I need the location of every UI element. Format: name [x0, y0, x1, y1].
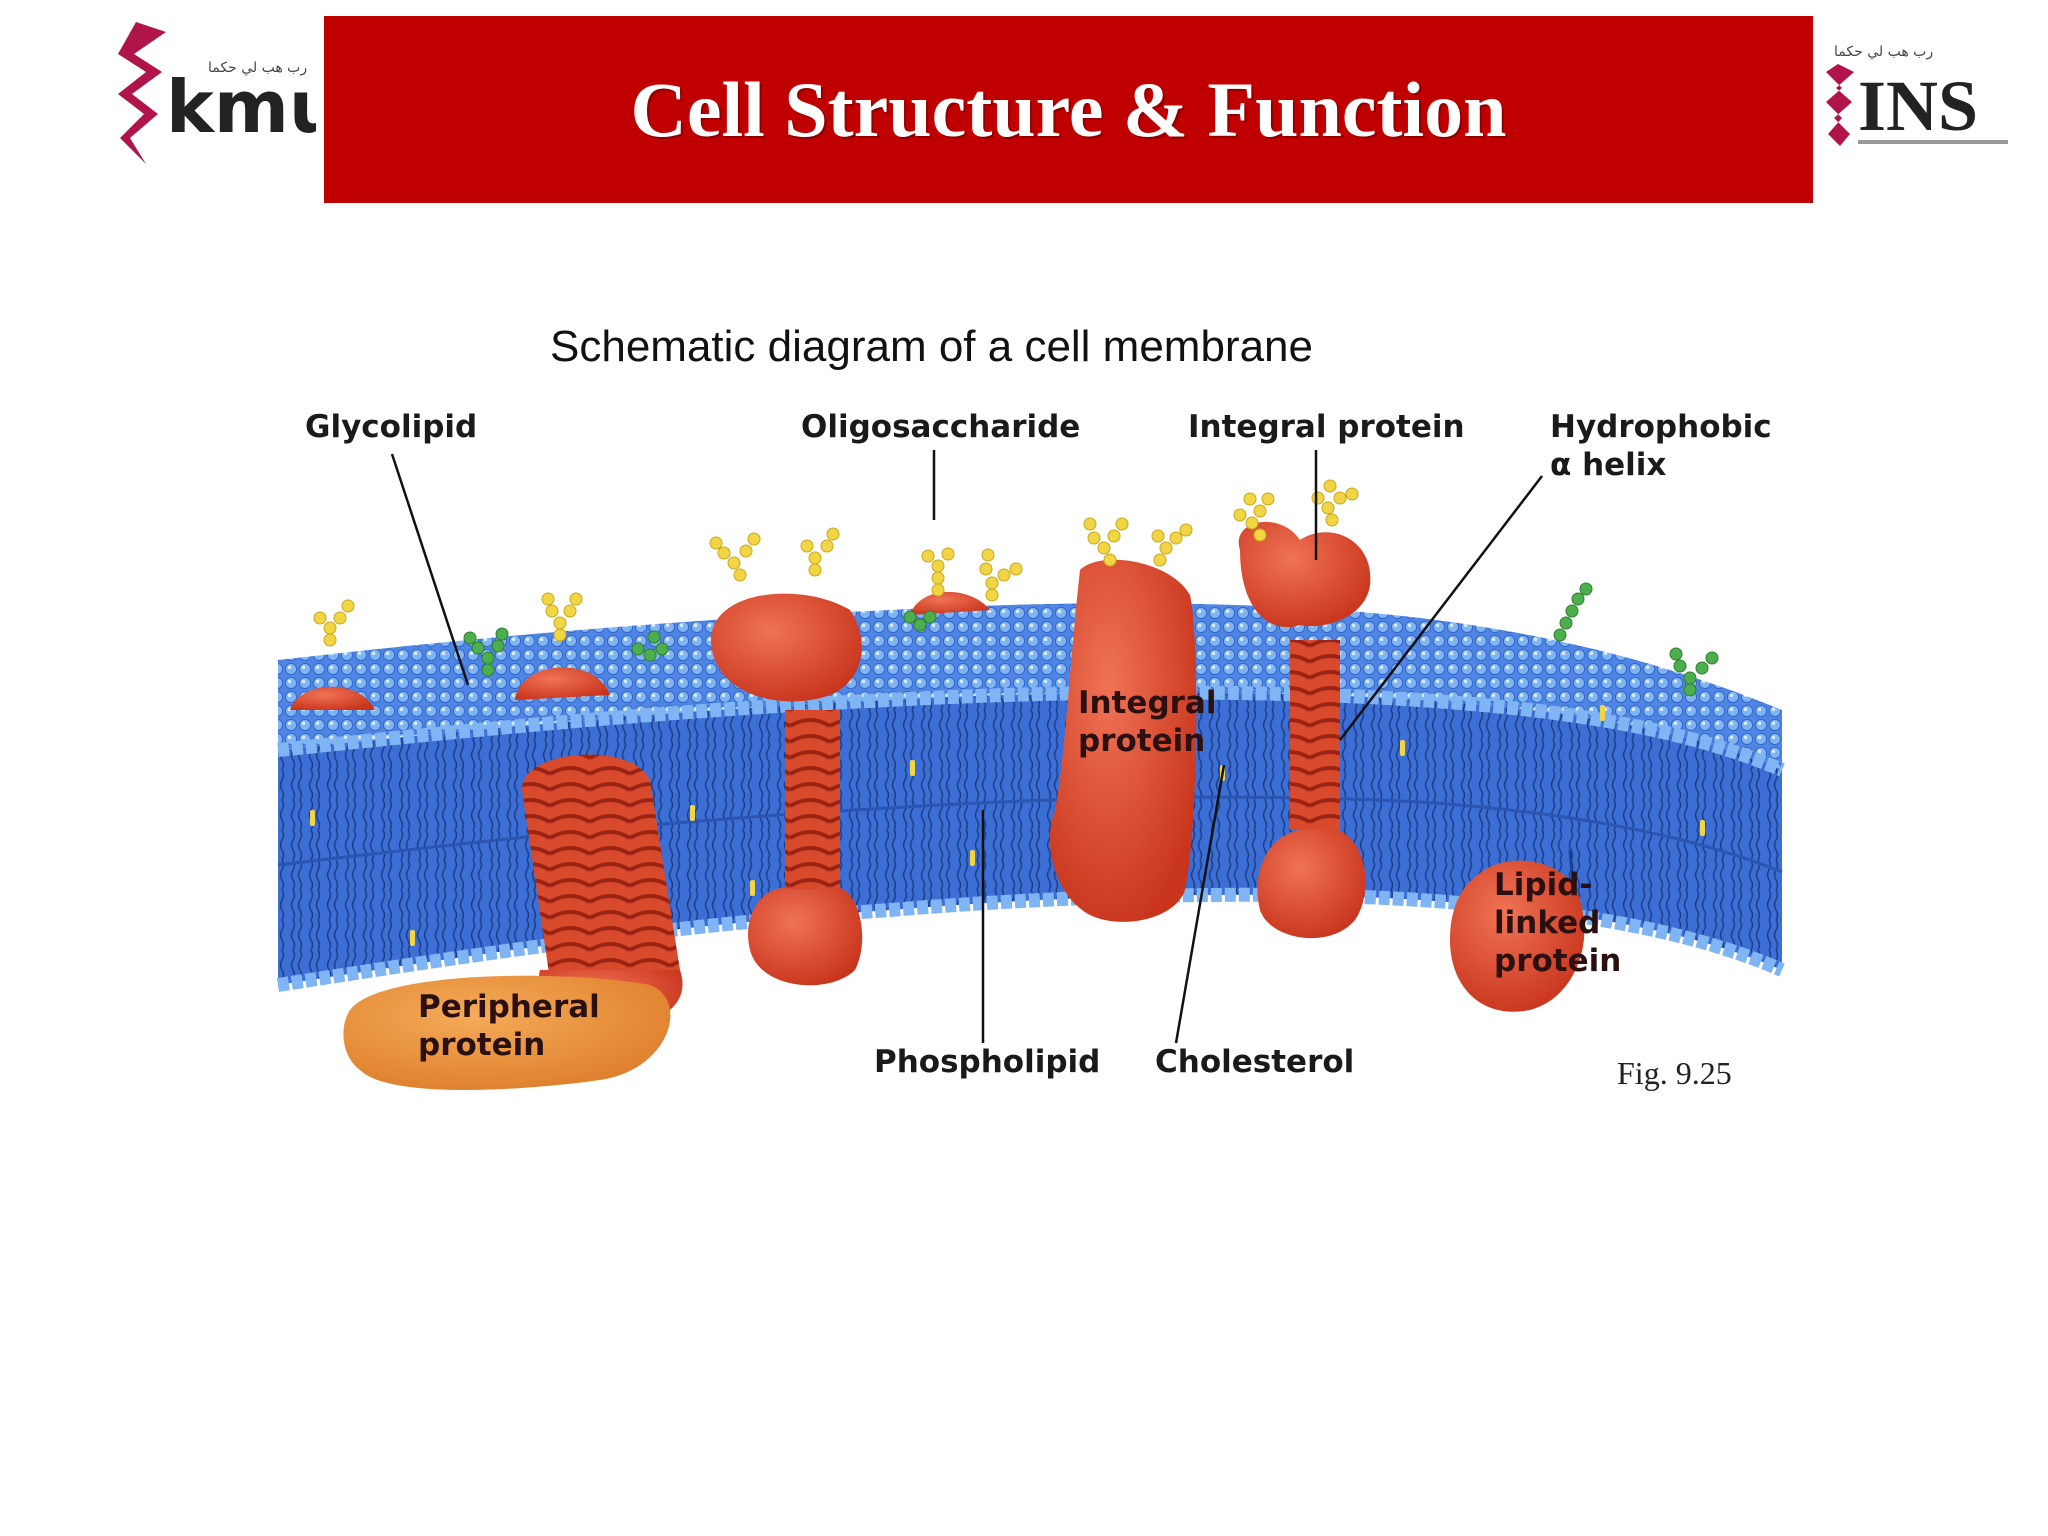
label-integral-protein: Integral protein [1188, 409, 1465, 445]
surface-protein [290, 686, 375, 710]
staff-icon [118, 22, 166, 164]
label-cholesterol: Cholesterol [1155, 1044, 1355, 1080]
ins-logo-text: INS [1858, 66, 1978, 146]
oligosaccharide-chains [313, 479, 1359, 647]
label-hydrophobic-line2: α helix [1550, 447, 1667, 483]
integral-protein-shape [1049, 559, 1197, 922]
kmu-logo: kmu رب هب لي حكما [96, 14, 340, 174]
lipid-linked-protein-shape [1450, 860, 1585, 1012]
label-hydrophobic-line1: Hydrophobic [1550, 409, 1772, 445]
surface-protein [515, 667, 610, 700]
label-glycolipid: Glycolipid [305, 409, 478, 445]
label-hydrophobic-helix: Hydrophobic α helix [1550, 408, 1772, 484]
label-peripheral-protein: Peripheral protein [418, 988, 600, 1064]
diagram-title: Schematic diagram of a cell membrane [550, 322, 1313, 371]
label-oligosaccharide: Oligosaccharide [801, 409, 1081, 445]
glycoprotein [711, 593, 863, 986]
leader-lines [390, 450, 1543, 1044]
label-peripheral-line1: Peripheral [418, 989, 600, 1025]
glycolipid-sugars [463, 582, 1719, 697]
label-integral-inner-line2: protein [1078, 723, 1206, 759]
label-lipid-linked-line3: protein [1494, 943, 1622, 979]
label-peripheral-line2: protein [418, 1027, 546, 1063]
membrane-top-surface [278, 603, 1782, 770]
kmu-logo-text: kmu [166, 65, 316, 149]
figure-reference: Fig. 9.25 [1617, 1055, 1732, 1091]
label-lipid-linked-line2: linked [1494, 905, 1601, 941]
ins-logo: رب هب لي حكما INS [1824, 30, 2024, 160]
label-integral-inner-line1: Integral [1078, 685, 1217, 721]
title-banner: Cell Structure & Function [324, 16, 1813, 203]
surface-protein [910, 591, 990, 615]
staff-icon [1826, 64, 1854, 146]
ins-logo-script: رب هب لي حكما [1834, 44, 1933, 60]
label-lipid-linked-line1: Lipid- [1494, 867, 1593, 903]
peripheral-protein-shape [343, 975, 671, 1090]
label-integral-protein-inner: Integral protein [1078, 684, 1216, 760]
page-title: Cell Structure & Function [630, 65, 1507, 153]
label-lipid-linked-protein: Lipid- linked protein [1494, 866, 1621, 980]
kmu-logo-script: رب هب لي حكما [208, 60, 307, 76]
label-phospholipid: Phospholipid [874, 1044, 1101, 1080]
cell-membrane-illustration [276, 450, 1785, 1090]
alpha-helix-protein [1238, 521, 1371, 939]
